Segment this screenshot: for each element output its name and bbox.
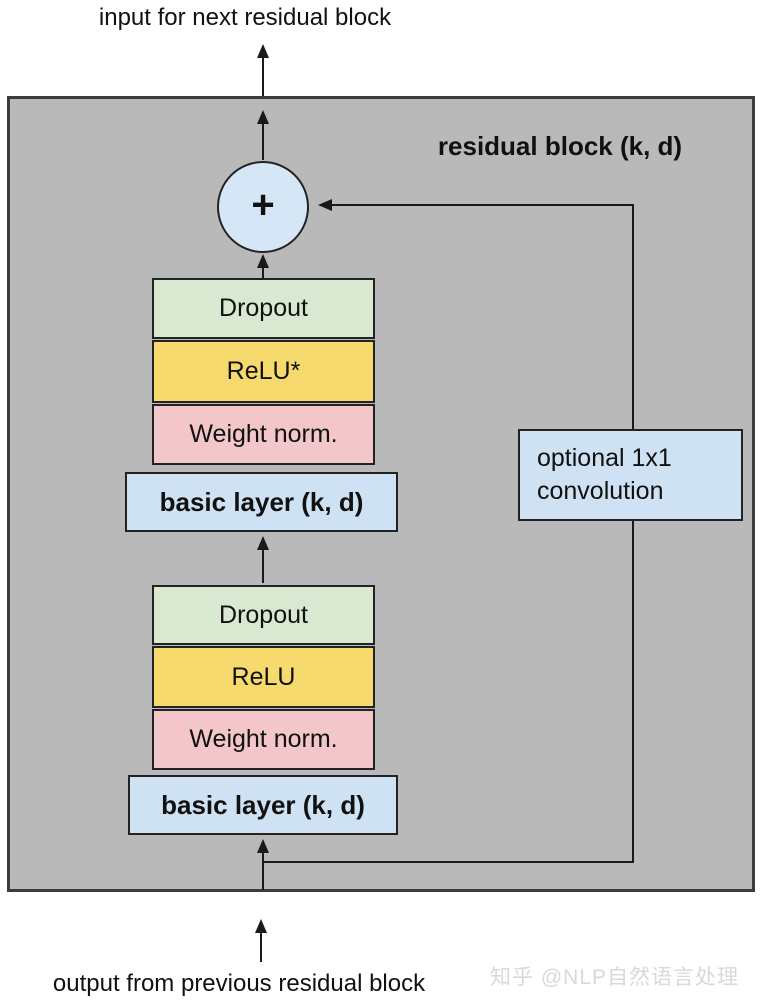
block-relu-lower: ReLU [152, 646, 375, 708]
caption-input-next-block: input for next residual block [98, 4, 392, 31]
block-optional-conv: optional 1x1 convolution [518, 429, 743, 521]
residual-block-title: residual block (k, d) [437, 131, 683, 161]
residual-skip-connection [263, 199, 634, 863]
watermark-text: 知乎 @NLP自然语言处理 [490, 966, 740, 989]
block-dropout-lower: Dropout [152, 585, 375, 645]
sum-node: + [217, 161, 309, 253]
block-relu-upper: ReLU* [152, 340, 375, 403]
block-basic-layer-upper: basic layer (k, d) [125, 472, 398, 532]
optional-conv-line2: convolution [537, 477, 664, 505]
block-weightnorm-upper: Weight norm. [152, 404, 375, 465]
block-weightnorm-lower: Weight norm. [152, 709, 375, 770]
block-dropout-upper: Dropout [152, 278, 375, 339]
plus-icon: + [251, 183, 275, 227]
block-basic-layer-lower: basic layer (k, d) [128, 775, 398, 835]
optional-conv-line1: optional 1x1 [537, 444, 672, 472]
caption-output-prev-block: output from previous residual block [52, 970, 426, 997]
